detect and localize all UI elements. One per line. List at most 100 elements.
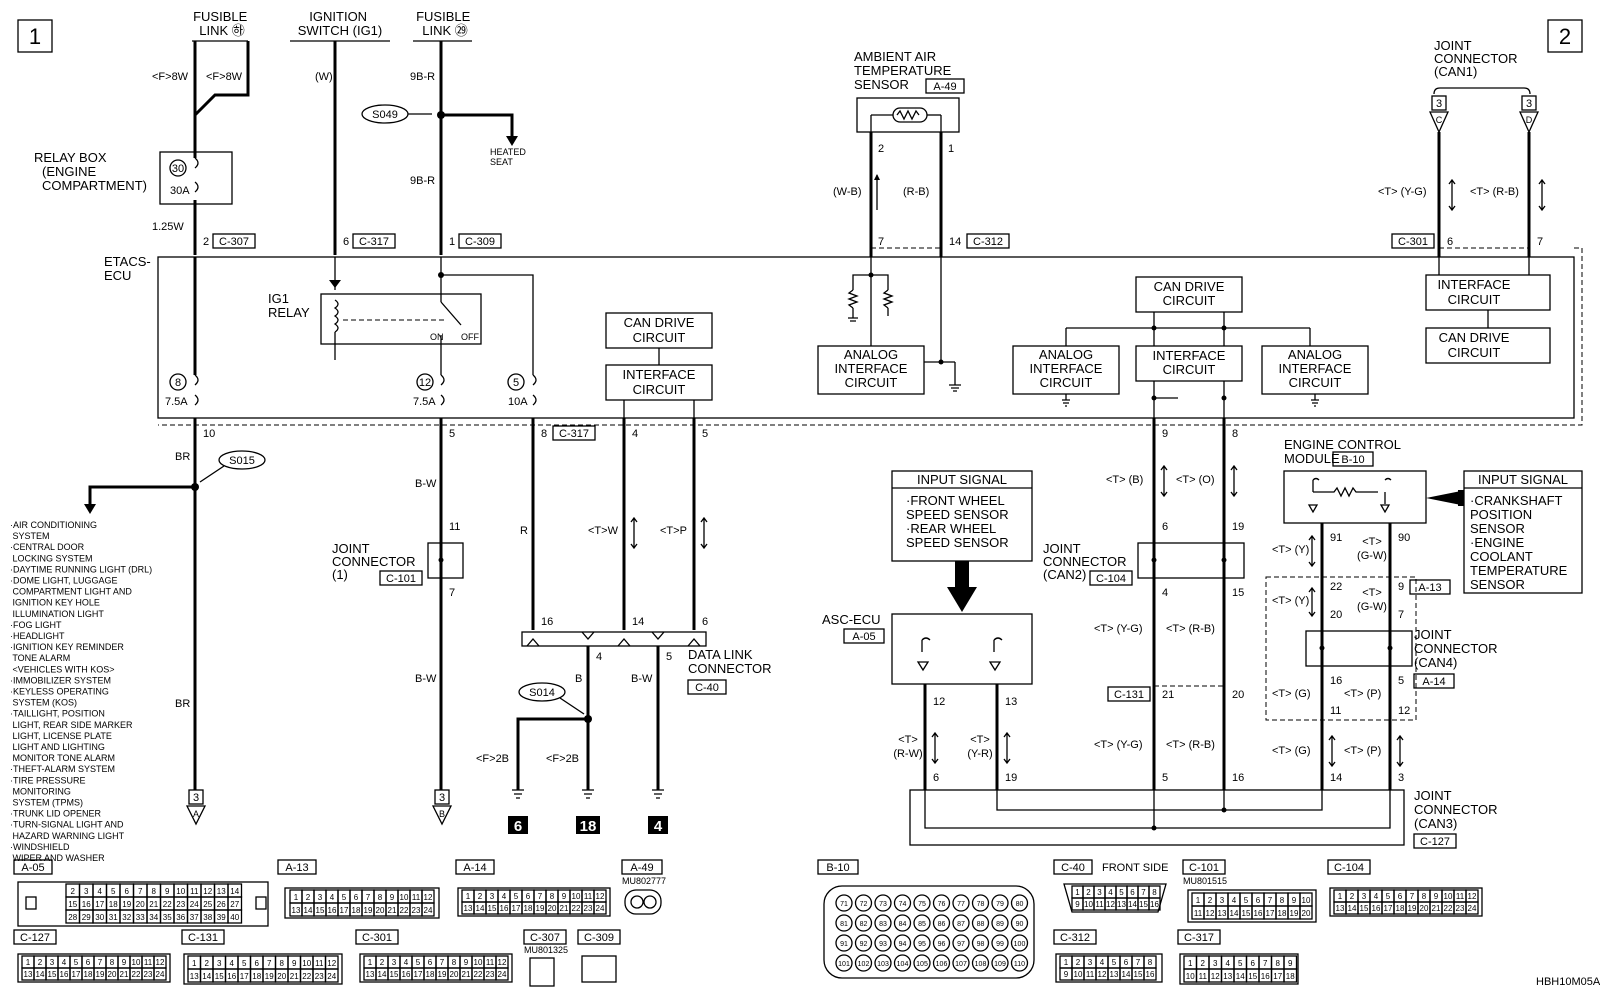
svg-text:C-131: C-131: [1114, 689, 1144, 701]
connector-pin-number: 73: [879, 901, 887, 908]
connector-pin-number: 2: [380, 958, 385, 967]
connector-pin-number: 29: [82, 913, 91, 922]
connector-pin-number: 33: [136, 913, 145, 922]
system-list-item: HAZARD WARNING LIGHT: [10, 831, 125, 841]
connector-pin-number: 1: [368, 958, 373, 967]
system-list-item: MONITOR TONE ALARM: [10, 753, 115, 763]
svg-text:11: 11: [449, 521, 460, 533]
svg-text:91: 91: [1330, 532, 1342, 544]
svg-text:<T> (O): <T> (O): [1176, 474, 1215, 486]
splice-s015: S015: [229, 455, 255, 467]
svg-text:14: 14: [632, 616, 644, 628]
system-list-item: ·FOG LIGHT: [10, 620, 62, 630]
connector-pin: [1465, 901, 1479, 915]
connector-pin-number: 32: [122, 913, 131, 922]
connector-pin-number: 90: [1016, 921, 1024, 928]
connector-pin: [991, 914, 1009, 932]
connector-pin-number: 3: [1220, 896, 1225, 905]
connector-pin-number: 5: [74, 958, 79, 967]
svg-text:INPUT SIGNAL: INPUT SIGNAL: [1478, 472, 1568, 487]
system-list-item: ILLUMINATION LIGHT: [10, 609, 104, 619]
connector-pin-number: 14: [230, 887, 239, 896]
connector-pin-number: 28: [68, 913, 77, 922]
connector-pin-number: 94: [899, 941, 907, 948]
svg-text:B-10: B-10: [826, 862, 849, 874]
svg-text:16: 16: [1232, 772, 1244, 784]
svg-text:FRONT SIDE: FRONT SIDE: [1102, 862, 1168, 874]
connector-pin-number: 14: [1230, 909, 1239, 918]
connector-pin-number: 11: [1194, 909, 1203, 918]
svg-text:4: 4: [596, 651, 602, 663]
svg-text:8: 8: [175, 377, 181, 389]
connector-pin-number: 13: [292, 906, 301, 915]
connector-pin-number: 12: [596, 892, 605, 901]
etacs-ecu-box: [157, 256, 1575, 419]
connector-pin-number: 6: [1130, 888, 1135, 897]
connector-pin-number: 12: [203, 887, 212, 896]
svg-text:C-317: C-317: [359, 236, 389, 248]
connector-pin-number: 34: [149, 913, 158, 922]
connector-pin: [1010, 934, 1029, 952]
svg-text:C-307: C-307: [219, 236, 249, 248]
connector-pin-number: 11: [144, 958, 153, 967]
svg-text:3: 3: [1526, 98, 1532, 110]
svg-text:<F>8W: <F>8W: [152, 71, 189, 83]
connector-pin-number: 9: [165, 887, 170, 896]
connector-pin-number: 17: [512, 904, 521, 913]
svg-text:<T> (G): <T> (G): [1272, 688, 1311, 700]
connector-pin-number: 82: [860, 921, 868, 928]
connector-pin-number: 8: [1148, 958, 1153, 967]
connector-pin-number: 19: [438, 970, 447, 979]
connector-pin-number: 18: [426, 970, 435, 979]
svg-text:<T> (P): <T> (P): [1344, 688, 1381, 700]
connector-pin: [874, 914, 892, 932]
svg-text:<T> (R-B): <T> (R-B): [1166, 623, 1215, 635]
connector-pin-number: 18: [1396, 904, 1405, 913]
connector-pin-number: 11: [1095, 900, 1104, 909]
svg-text:14: 14: [949, 236, 961, 248]
svg-text:<T> (P): <T> (P): [1344, 745, 1381, 757]
connector-pin-number: 93: [879, 941, 887, 948]
svg-text:7: 7: [449, 587, 455, 599]
connector-pin: [991, 894, 1009, 912]
connector-pin-number: 12: [1206, 909, 1215, 918]
connector-pin-number: 103: [877, 961, 889, 968]
connector-pin-number: 17: [72, 970, 81, 979]
connector-pin-number: 3: [1213, 959, 1218, 968]
connector-pin-number: 16: [1372, 904, 1381, 913]
connector-pin-number: 17: [414, 970, 423, 979]
connector-pin-number: 92: [860, 941, 868, 948]
svg-text:<T>(G-W): <T>(G-W): [1357, 587, 1387, 613]
connector-pin-number: 30: [95, 913, 104, 922]
svg-text:4: 4: [1162, 587, 1168, 599]
svg-text:A-05: A-05: [21, 862, 44, 874]
ecm-label: ENGINE CONTROL MODULE: [1284, 437, 1404, 466]
connector-pin: [874, 954, 892, 972]
connector-view-a49: A-49 MU802777: [621, 859, 666, 915]
svg-text:5: 5: [666, 651, 672, 663]
svg-text:1: 1: [948, 143, 954, 155]
svg-text:<F>2B: <F>2B: [546, 753, 579, 765]
connector-pin-number: 101: [838, 961, 850, 968]
connector-pin-number: 12: [156, 958, 165, 967]
connector-pin-number: 9: [562, 892, 567, 901]
connector-pin-number: 4: [1232, 896, 1237, 905]
connector-pin-number: 10: [572, 892, 581, 901]
svg-text:<F>2B: <F>2B: [476, 753, 509, 765]
svg-text:(W-B): (W-B): [833, 186, 862, 198]
connector-pin-number: 87: [957, 921, 965, 928]
connector-pin-number: 12: [1211, 972, 1220, 981]
system-list-item: TONE ALARM: [10, 653, 70, 663]
joint-can2-label: JOINT CONNECTOR (CAN2): [1043, 541, 1130, 582]
connector-pin-number: 6: [526, 892, 531, 901]
connector-pin-number: 21: [560, 904, 569, 913]
connector-pin-number: 9: [1075, 900, 1080, 909]
ambient-sensor-label: AMBIENT AIR TEMPERATURE SENSOR: [854, 49, 955, 92]
connector-pin-number: 23: [584, 904, 593, 913]
connector-pin-number: 4: [62, 958, 67, 967]
